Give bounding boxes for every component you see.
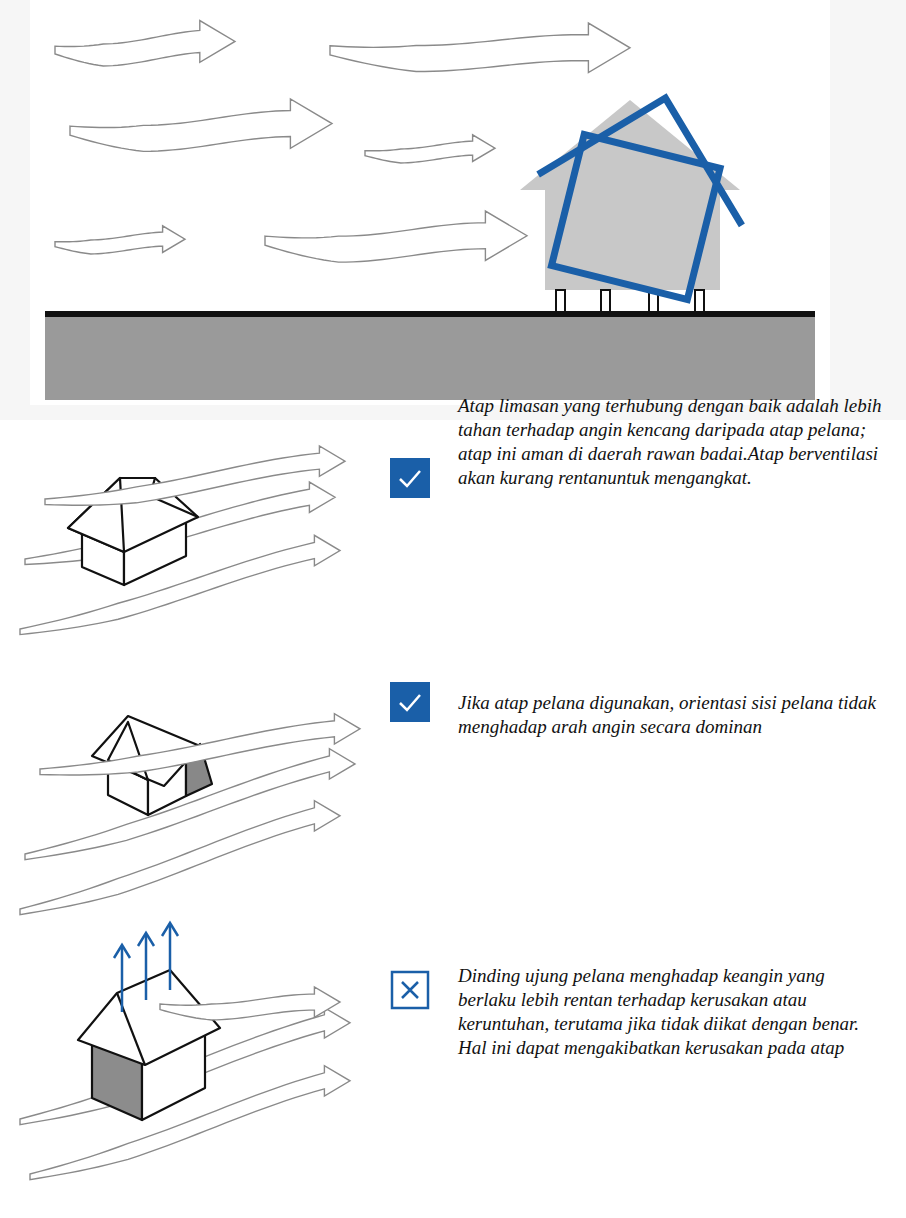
uplift-arrow: [145, 935, 148, 1000]
check-box: [390, 458, 430, 498]
note-text: Dinding ujung pelana menghadap keangin y…: [458, 964, 886, 1060]
uplift-arrow: [121, 947, 124, 1012]
wind-flow: [20, 801, 340, 915]
hip-roof-face: [68, 478, 124, 552]
wind-arrow: [365, 135, 495, 163]
uplift-arrow-head: [162, 923, 178, 936]
uplift-arrow-head: [138, 933, 154, 946]
ground: [45, 316, 815, 400]
check-mark: [400, 695, 420, 710]
wind-flow: [40, 714, 360, 775]
wind-arrow: [265, 211, 527, 262]
wind-flow: [160, 987, 340, 1020]
uplift-arrow: [169, 925, 172, 990]
cross-box: [392, 972, 428, 1008]
check-box: [390, 682, 430, 722]
panel: [30, 0, 830, 405]
backdrop: [0, 0, 906, 420]
cross-mark: [402, 982, 418, 998]
wind-arrow: [55, 226, 185, 254]
tilted-house: [518, 73, 768, 308]
uplift-arrow-head: [114, 945, 130, 958]
stilt: [601, 290, 610, 312]
check-mark: [400, 471, 420, 486]
wind-arrow: [330, 23, 630, 72]
note-text: Atap limasan yang terhubung dengan baik …: [458, 394, 886, 490]
wind-arrow: [55, 21, 235, 66]
stilt: [556, 290, 565, 312]
note-text: Jika atap pelana digunakan, orientasi si…: [458, 691, 886, 739]
wind-flow: [45, 446, 345, 505]
stilt: [695, 290, 704, 312]
wind-arrow: [70, 99, 332, 152]
